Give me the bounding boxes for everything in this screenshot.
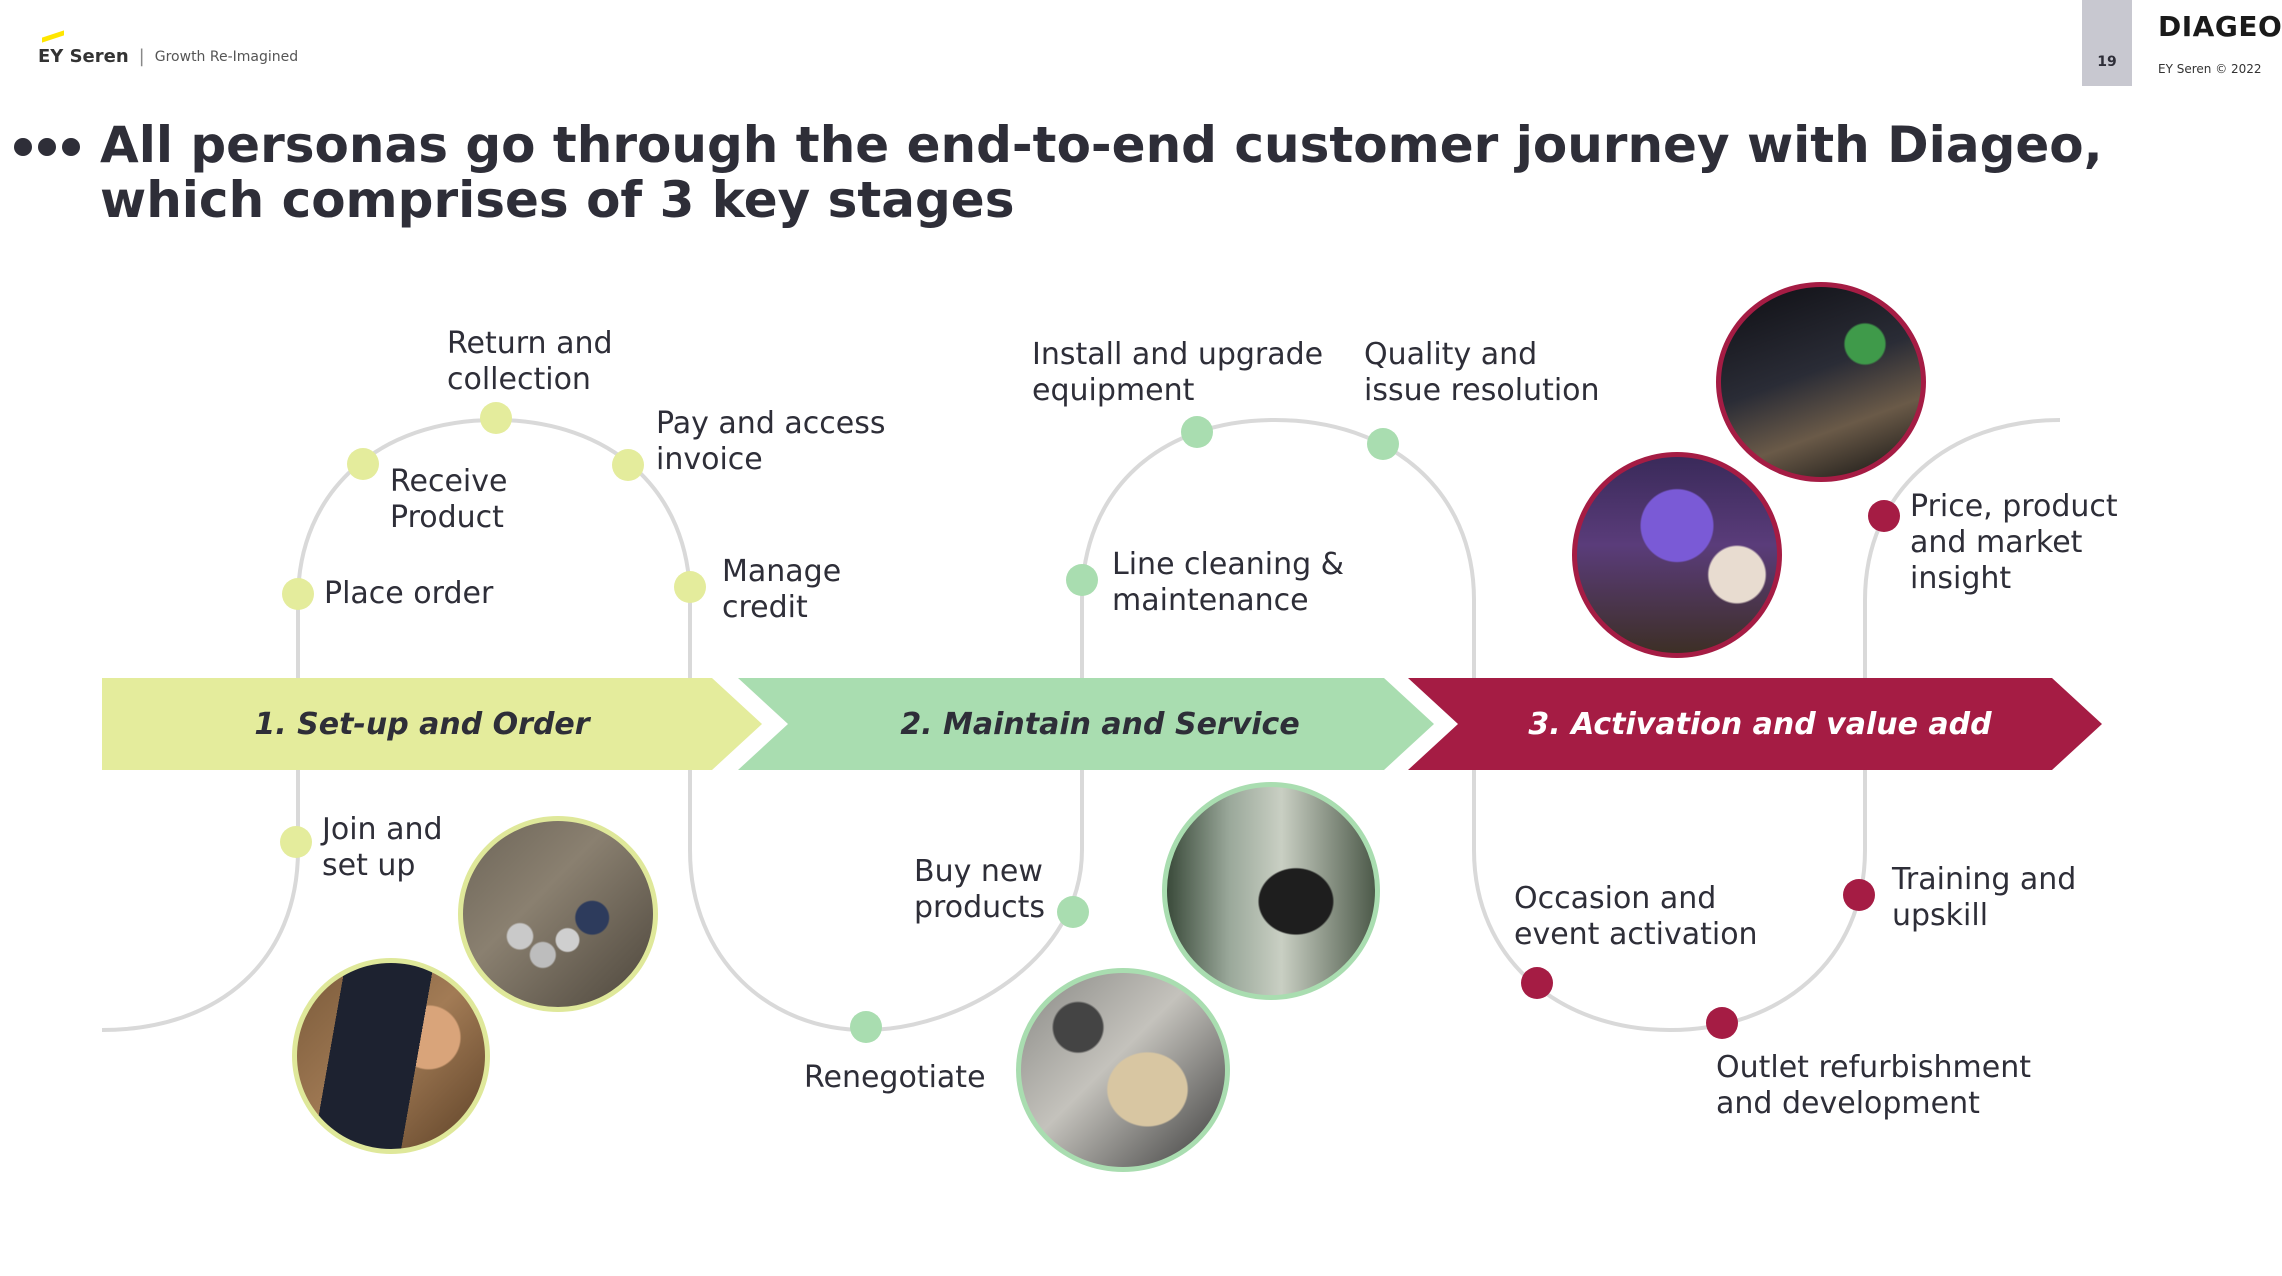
client-logo: DIAGEO bbox=[2158, 10, 2282, 43]
dot-line-cleaning bbox=[1066, 564, 1098, 596]
brand-tagline: Growth Re-Imagined bbox=[154, 48, 299, 65]
dot-outlet-refurb bbox=[1706, 1007, 1738, 1039]
step-receive-product: Receive Product bbox=[390, 464, 508, 535]
ey-seren-logo: EY Seren bbox=[38, 30, 129, 67]
title-dots-icon bbox=[14, 138, 80, 156]
step-pay-invoice: Pay and access invoice bbox=[656, 406, 886, 477]
step-training-upskill: Training and upskill bbox=[1892, 862, 2077, 933]
stage-2-arrow bbox=[738, 678, 1434, 770]
stage-3-label: 3. Activation and value add bbox=[1528, 706, 1992, 742]
step-line-cleaning: Line cleaning & maintenance bbox=[1112, 547, 1345, 618]
step-occasion-event: Occasion and event activation bbox=[1514, 881, 1758, 952]
step-outlet-refurb: Outlet refurbishment and development bbox=[1716, 1050, 2031, 1121]
dot-training-upskill bbox=[1843, 879, 1875, 911]
page-number: 19 bbox=[2097, 54, 2117, 70]
stage-1-arrow bbox=[102, 678, 762, 770]
step-place-order: Place order bbox=[324, 576, 494, 611]
dot-occasion-event bbox=[1521, 967, 1553, 999]
stage-1-label: 1. Set-up and Order bbox=[254, 706, 590, 742]
stage-3-arrow bbox=[1408, 678, 2102, 770]
dot-renegotiate bbox=[850, 1011, 882, 1043]
photo-event-crowd bbox=[1572, 452, 1782, 658]
photo-phone-app bbox=[292, 958, 490, 1154]
dot-receive-product bbox=[347, 448, 379, 480]
step-join-setup: Join and set up bbox=[322, 812, 443, 883]
photo-bar-interior bbox=[1716, 282, 1926, 482]
step-quality-issue: Quality and issue resolution bbox=[1364, 337, 1600, 408]
dot-place-order bbox=[282, 578, 314, 610]
dot-pay-invoice bbox=[612, 449, 644, 481]
step-install-upgrade: Install and upgrade equipment bbox=[1032, 337, 1324, 408]
dot-price-insight bbox=[1868, 500, 1900, 532]
dot-join-setup bbox=[280, 826, 312, 858]
photo-cellar-kegs bbox=[458, 816, 658, 1012]
dot-manage-credit bbox=[674, 571, 706, 603]
photo-bartender-tap bbox=[1162, 782, 1380, 1000]
dot-buy-products bbox=[1057, 896, 1089, 928]
stage-2-label: 2. Maintain and Service bbox=[900, 706, 1300, 742]
dot-quality-issue bbox=[1367, 428, 1399, 460]
dot-return-collection bbox=[480, 402, 512, 434]
page-number-tab bbox=[2082, 0, 2132, 86]
step-return-collection: Return and collection bbox=[447, 326, 613, 397]
step-price-insight: Price, product and market insight bbox=[1910, 489, 2118, 596]
step-renegotiate: Renegotiate bbox=[804, 1060, 986, 1095]
brand-logo: EY Seren | Growth Re-Imagined bbox=[38, 30, 299, 67]
dot-install-upgrade bbox=[1181, 416, 1213, 448]
step-manage-credit: Manage credit bbox=[722, 554, 842, 625]
copyright: EY Seren © 2022 bbox=[2158, 62, 2262, 76]
brand-separator: | bbox=[138, 46, 145, 67]
photo-line-cleaning bbox=[1016, 968, 1230, 1172]
journey-path bbox=[101, 417, 2061, 1033]
step-buy-products: Buy new products bbox=[914, 854, 1046, 925]
page-title: All personas go through the end-to-end c… bbox=[100, 116, 2103, 229]
